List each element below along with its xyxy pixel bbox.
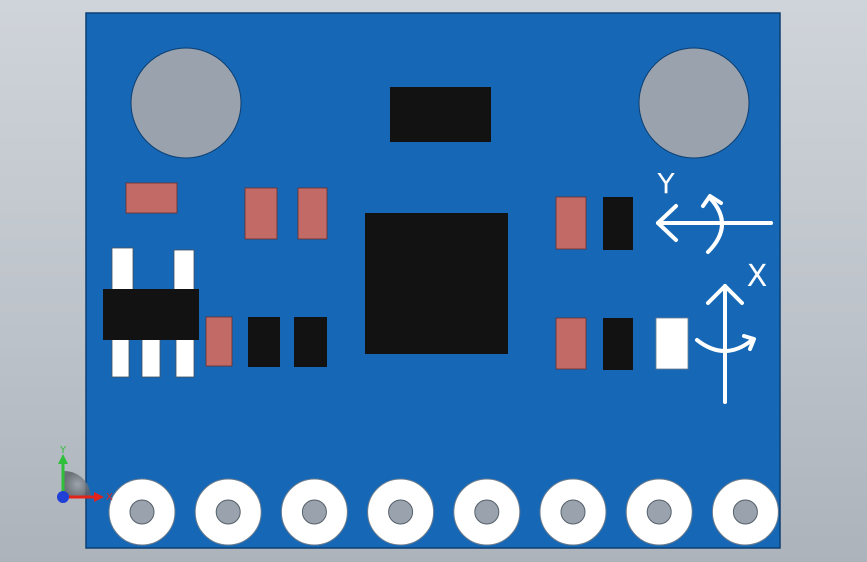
resistor-r2 xyxy=(244,187,278,240)
resistor-r1 xyxy=(125,182,178,214)
triad-z-origin-icon xyxy=(57,491,69,503)
header-pin-hole-1 xyxy=(129,499,155,525)
resistor-r6 xyxy=(555,317,587,370)
silkscreen-y-axis-arrow-icon xyxy=(656,194,773,254)
silkscreen-y-axis-label: Y xyxy=(656,167,675,200)
main-sensor-chip xyxy=(365,213,508,354)
resistor-r3 xyxy=(297,187,328,240)
axis-triad[interactable]: Y X xyxy=(57,445,113,503)
resistor-r4 xyxy=(205,316,233,367)
resistor-r5 xyxy=(555,196,587,250)
header-pin-hole-7 xyxy=(646,499,672,525)
triad-x-label: X xyxy=(106,492,113,503)
mounting-hole-left xyxy=(130,47,242,159)
triad-y-arrow-icon xyxy=(58,454,68,464)
header-pin-hole-5 xyxy=(474,499,500,525)
header-pin-hole-4 xyxy=(388,499,414,525)
triad-rotation-hub-icon xyxy=(64,471,91,498)
silkscreen-x-axis-arrow-icon xyxy=(695,284,756,404)
capacitor-c1 xyxy=(248,317,280,367)
header-pin-hole-2 xyxy=(215,499,241,525)
header-pin-row xyxy=(108,478,779,546)
header-pin-hole-6 xyxy=(560,499,586,525)
capacitor-c3 xyxy=(603,197,633,250)
voltage-regulator xyxy=(103,247,199,378)
triad-y-label: Y xyxy=(59,445,67,456)
silkscreen-x-axis-label: X xyxy=(747,259,768,294)
white-pad xyxy=(655,317,689,370)
mounting-hole-right xyxy=(638,47,750,159)
header-pin-hole-3 xyxy=(301,499,327,525)
capacitor-c2 xyxy=(294,317,327,367)
capacitor-c4 xyxy=(603,318,633,370)
triad-x-arrow-icon xyxy=(94,492,104,502)
header-pin-hole-8 xyxy=(732,499,758,525)
top-ic-chip xyxy=(390,87,491,142)
